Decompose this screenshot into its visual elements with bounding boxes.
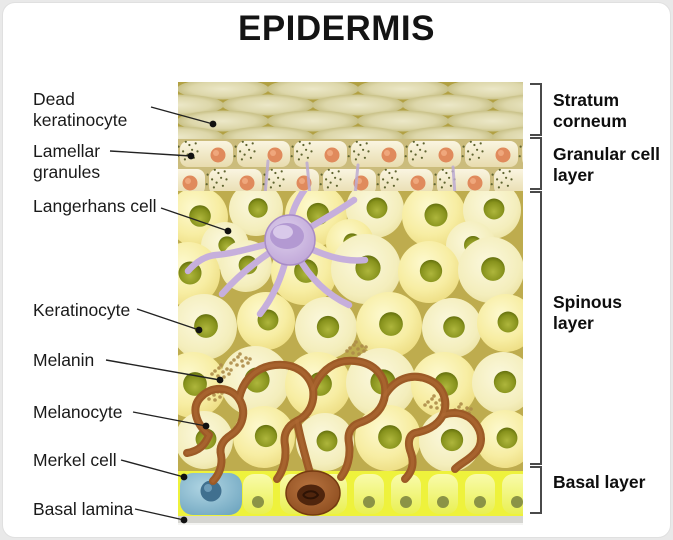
label-keratinocyte: Keratinocyte — [33, 300, 131, 320]
pointer-keratinocyte — [136, 308, 203, 334]
stratum-corneum-layer — [178, 82, 523, 139]
label-basal-layer: Basal layer — [553, 472, 646, 492]
page-title: EPIDERMIS — [237, 9, 436, 48]
melanocyte-cell-art — [183, 356, 485, 516]
label-spinous-layer: Spinous layer — [553, 292, 623, 333]
pointer-langerhans-cell — [160, 207, 232, 235]
pointer-lamellar-granules — [109, 150, 195, 160]
label-melanocyte: Melanocyte — [33, 402, 123, 422]
pointer-melanin — [105, 359, 224, 384]
pointer-merkel-cell — [120, 459, 188, 481]
layer-brackets — [530, 83, 542, 514]
granular-cell-layer-art — [178, 139, 523, 191]
pointer-dead-keratinocyte — [150, 106, 217, 128]
label-granular-cell-layer: Granular cell layer — [553, 144, 660, 185]
basal-lamina-art — [178, 516, 523, 525]
label-merkel-cell: Merkel cell — [33, 450, 117, 470]
label-melanin: Melanin — [33, 350, 95, 370]
label-dead-keratinocyte: Dead keratinocyte — [33, 89, 128, 130]
label-stratum-corneum: Stratum corneum — [553, 90, 627, 131]
epidermis-illustration — [105, 82, 542, 525]
pointer-basal-lamina — [134, 508, 188, 524]
label-basal-lamina: Basal lamina — [33, 499, 134, 519]
label-langerhans-cell: Langerhans cell — [33, 196, 157, 216]
langerhans-cell-art — [184, 191, 369, 318]
basal-layer-art — [178, 471, 523, 516]
pointer-melanocyte — [132, 411, 210, 430]
label-lamellar-granules: Lamellar granules — [33, 141, 101, 182]
pointer-lines — [105, 106, 232, 524]
